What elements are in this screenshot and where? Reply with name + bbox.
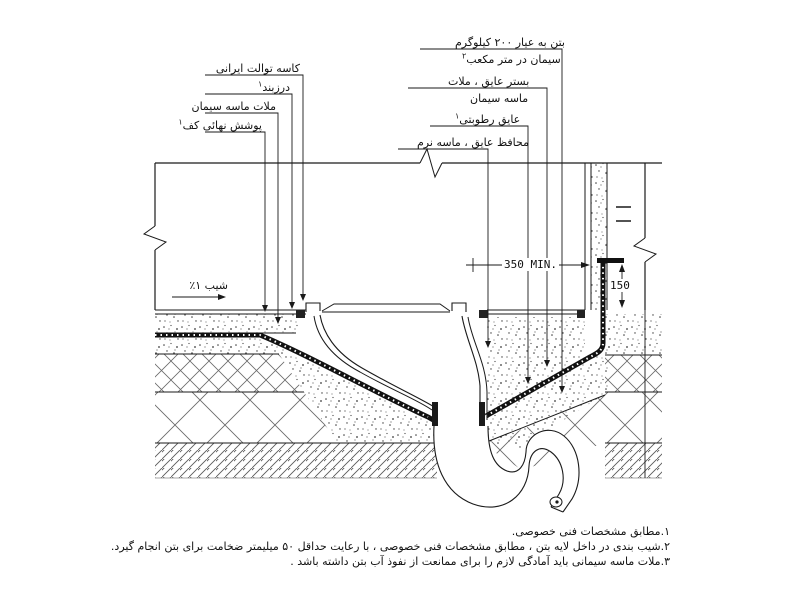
label-cement-sand-mortar: ملات ماسه سيمان bbox=[191, 100, 277, 113]
label-toilet-bowl: كاسه توالت ايرانى bbox=[215, 62, 300, 75]
dimension-350-text: 350 MIN. bbox=[502, 258, 559, 271]
label-concrete-grade-line2: سيمان در متر مكعب۲ bbox=[462, 51, 561, 66]
label-joint-sealant: درزبند۱ bbox=[258, 79, 290, 94]
toilet-bowl bbox=[305, 302, 488, 426]
leaders-left bbox=[205, 74, 306, 324]
slope-arrow bbox=[172, 294, 226, 300]
label-insulation-protector: محافظ عايق ، ماسه نرم bbox=[417, 136, 530, 149]
dimension-150-text: 150 bbox=[608, 279, 632, 292]
right-wall-break-icon bbox=[632, 237, 658, 263]
floor-joints bbox=[296, 310, 585, 318]
label-insulation-bed-line1: بستر عايق ، ملات bbox=[448, 75, 530, 88]
ceiling-break-icon bbox=[419, 147, 443, 179]
label-insulation-bed-line2: ماسه سيمان bbox=[470, 92, 529, 105]
wall-level-marks bbox=[616, 206, 631, 222]
pipe-joint-left bbox=[432, 402, 438, 426]
moisture-insulation bbox=[155, 258, 624, 424]
label-floor-finish: پوشش نهائى كف۱ bbox=[178, 117, 262, 132]
footnote-2: ۲.شيب بندى در داخل لايه بتن ، مطابق مشخص… bbox=[110, 540, 670, 553]
drain-trap bbox=[433, 425, 580, 513]
insulation-cap bbox=[597, 258, 624, 263]
left-wall-break-icon bbox=[142, 225, 168, 251]
label-concrete-grade-line1: بتن به عيار ۲۰۰ كيلوگرم bbox=[455, 36, 565, 49]
label-slope: شيب ۱٪ bbox=[189, 279, 228, 292]
footnote-3: ۳.ملات ماسه سيمانى بايد آمادگى لازم را ب… bbox=[290, 555, 670, 568]
label-moisture-insulation: عايق رطوبتى۱ bbox=[455, 111, 521, 126]
pipe-joint-right bbox=[479, 402, 485, 426]
concrete-wedge bbox=[262, 336, 437, 443]
structure-lines bbox=[142, 147, 662, 478]
footnote-1: ۱.مطابق مشخصات فنى خصوصى. bbox=[511, 525, 670, 538]
